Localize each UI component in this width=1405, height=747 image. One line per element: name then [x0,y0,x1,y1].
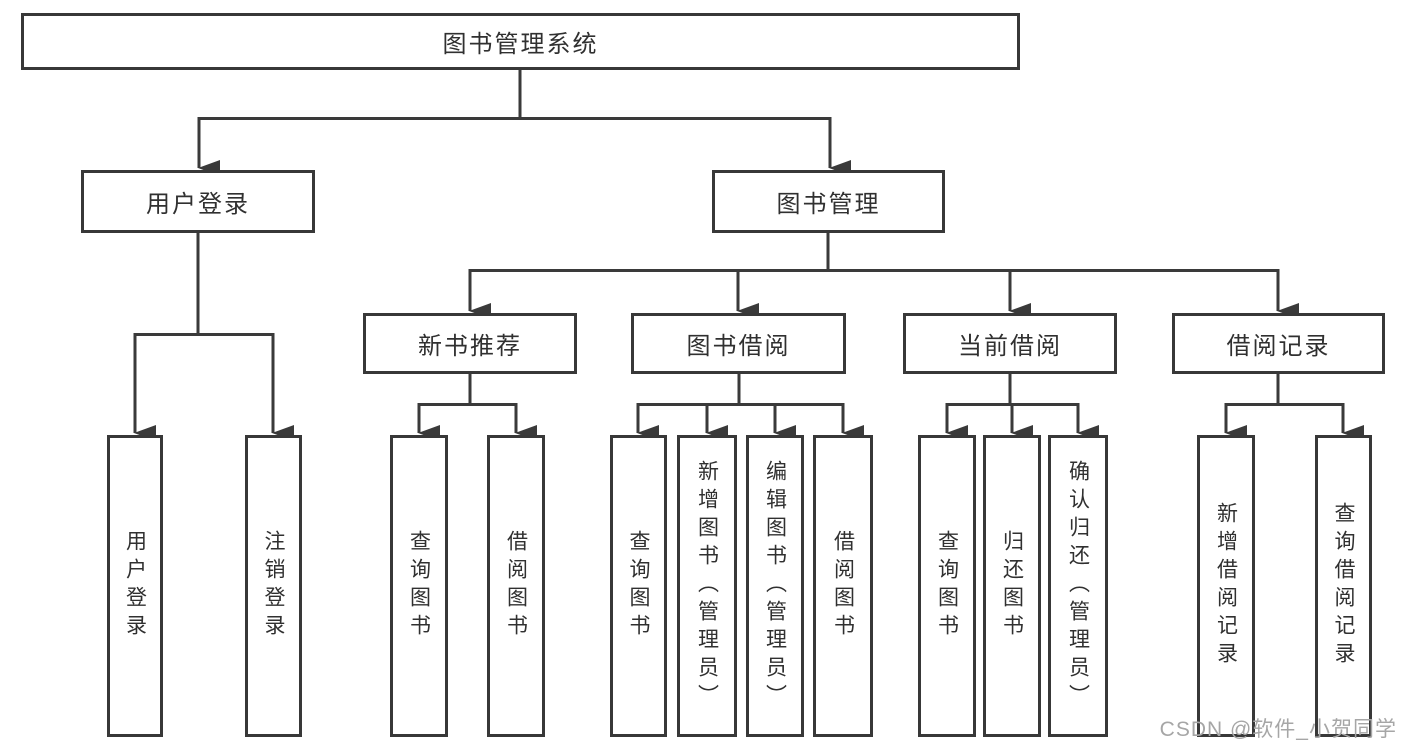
node-book-mgmt: 图书管理 [712,170,945,233]
node-user-login: 用户登录 [81,170,315,233]
leaf-records-query: 查询借阅记录 [1315,435,1372,737]
leaf-records-add: 新增借阅记录 [1197,435,1255,737]
leaf-borrow-add-admin: 新增图书（管理员） [677,435,737,737]
leaf-borrow-borrow: 借阅图书 [813,435,873,737]
leaf-logout: 注销登录 [245,435,302,737]
connector-book-mgmt-children [468,232,1299,319]
connector-new-books-children [417,373,537,441]
node-new-books: 新书推荐 [363,313,577,374]
leaf-borrow-edit-admin: 编辑图书（管理员） [746,435,804,737]
leaf-newbooks-query: 查询图书 [390,435,448,737]
leaf-current-return: 归还图书 [983,435,1041,737]
node-borrow: 图书借阅 [631,313,846,374]
node-records: 借阅记录 [1172,313,1385,374]
connector-root-to-level2 [197,69,851,176]
leaf-current-confirm-admin: 确认归还（管理员） [1048,435,1108,737]
leaf-borrow-query: 查询图书 [610,435,667,737]
connector-borrow-children [636,373,864,441]
connector-current-children [945,373,1099,441]
node-current: 当前借阅 [903,313,1117,374]
csdn-watermark: CSDN @软件_小贺同学 [1159,718,1397,741]
connector-user-login-children [133,232,294,441]
leaf-user-login: 用户登录 [107,435,163,737]
leaf-newbooks-borrow: 借阅图书 [487,435,545,737]
node-root-title: 图书管理系统 [21,13,1020,70]
leaf-current-query: 查询图书 [918,435,976,737]
connector-records-children [1224,373,1364,441]
